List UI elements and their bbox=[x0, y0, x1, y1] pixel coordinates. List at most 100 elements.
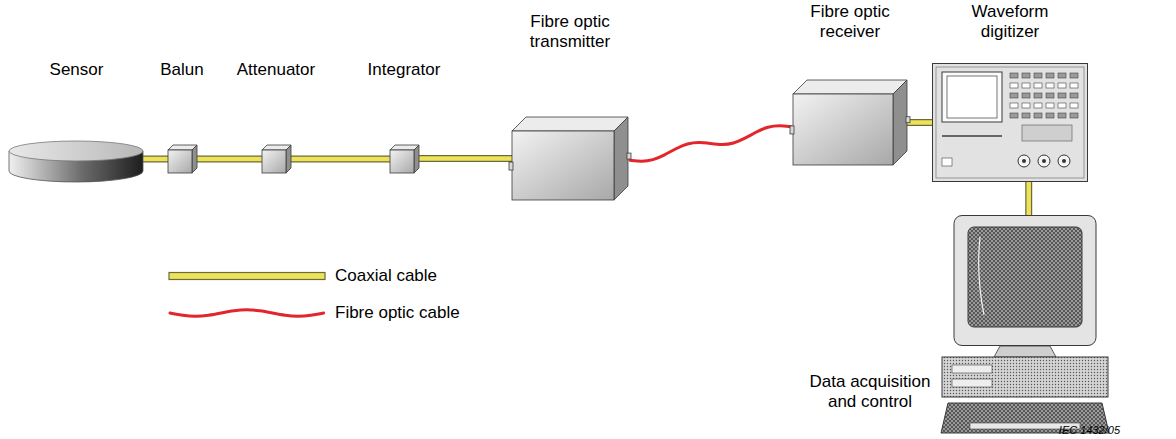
connector-port bbox=[627, 153, 631, 159]
panel-button bbox=[1058, 113, 1066, 118]
panel-button bbox=[1010, 73, 1018, 78]
panel-button bbox=[1010, 103, 1018, 108]
coax-outline bbox=[142, 156, 170, 163]
screen-glare bbox=[979, 237, 984, 315]
box-front bbox=[168, 150, 192, 173]
panel-button bbox=[1022, 93, 1030, 98]
panel-button bbox=[1022, 73, 1030, 78]
coax-core bbox=[289, 157, 392, 162]
device-label: Attenuator bbox=[226, 60, 326, 80]
device-shape bbox=[940, 215, 1110, 437]
device-label: Data acquisition and control bbox=[795, 372, 945, 411]
device-shape bbox=[390, 145, 419, 173]
device-shape bbox=[8, 140, 144, 182]
fibre-optic-cable bbox=[630, 126, 791, 161]
coaxial-cable bbox=[195, 159, 264, 160]
input-knob bbox=[1038, 155, 1050, 167]
screen-inner bbox=[947, 76, 997, 118]
panel-button bbox=[1010, 93, 1018, 98]
device-label: Balun bbox=[132, 60, 232, 80]
panel-button bbox=[1034, 83, 1042, 88]
device-drawing bbox=[793, 80, 907, 165]
connector-port bbox=[906, 117, 910, 123]
box-front bbox=[793, 94, 893, 165]
coaxial-cable bbox=[417, 158, 514, 159]
panel-button bbox=[1034, 93, 1042, 98]
monitor-screen bbox=[968, 227, 1082, 327]
power-switch bbox=[942, 158, 952, 166]
panel-button bbox=[1022, 103, 1030, 108]
knob-center bbox=[1062, 159, 1066, 163]
coax-core bbox=[195, 157, 264, 162]
transmitter-node: Fibre optic transmitter bbox=[500, 12, 640, 202]
coaxial-cable bbox=[1028, 181, 1029, 217]
device-drawing bbox=[512, 117, 628, 200]
box-front bbox=[390, 150, 414, 173]
device-label: Fibre optic transmitter bbox=[510, 12, 630, 51]
device-drawing bbox=[8, 140, 144, 182]
monitor-case bbox=[954, 216, 1096, 346]
device-label: Sensor bbox=[8, 60, 145, 80]
attenuator-node: Attenuator bbox=[226, 60, 326, 175]
panel-button bbox=[1046, 73, 1054, 78]
device-shape bbox=[168, 145, 197, 173]
legend-swatch bbox=[168, 306, 326, 320]
legend-box: Coaxial cableFibre optic cable bbox=[168, 257, 460, 331]
input-knob bbox=[1058, 155, 1070, 167]
sensor-top bbox=[9, 141, 143, 161]
sensor-node: Sensor bbox=[8, 60, 145, 184]
box-side bbox=[286, 145, 291, 173]
panel-button bbox=[1022, 83, 1030, 88]
integrator-node: Integrator bbox=[354, 60, 454, 175]
device-shape bbox=[932, 63, 1088, 182]
panel-button bbox=[1070, 93, 1078, 98]
coaxial-cable bbox=[142, 159, 170, 160]
monitor-stand bbox=[994, 346, 1056, 357]
instrument-panel bbox=[936, 67, 1084, 178]
device-shape bbox=[512, 117, 628, 200]
panel-button bbox=[1046, 103, 1054, 108]
connector-port bbox=[509, 162, 513, 170]
balun-node: Balun bbox=[132, 60, 232, 175]
device-shape bbox=[262, 145, 291, 173]
knob-center bbox=[1042, 159, 1046, 163]
device-label: Fibre optic receiver bbox=[795, 2, 905, 41]
panel-button bbox=[1022, 113, 1030, 118]
panel-button bbox=[1058, 93, 1066, 98]
coax-core bbox=[417, 156, 514, 161]
box-side bbox=[893, 80, 907, 165]
panel-button bbox=[1070, 103, 1078, 108]
device-drawing bbox=[932, 63, 1088, 182]
box-front bbox=[512, 131, 614, 200]
instrument-screen bbox=[942, 72, 1002, 122]
instrument-body bbox=[933, 64, 1088, 182]
coax-sample bbox=[169, 272, 325, 279]
receiver-node: Fibre optic receiver bbox=[790, 2, 910, 167]
fibre-sample bbox=[170, 309, 324, 315]
panel-button bbox=[1046, 93, 1054, 98]
drive-slot bbox=[952, 365, 992, 373]
box-top bbox=[793, 80, 907, 94]
fibre-line bbox=[630, 126, 791, 161]
panel-button bbox=[1010, 113, 1018, 118]
panel-button bbox=[1010, 83, 1018, 88]
coax-outline bbox=[417, 155, 514, 162]
panel-button bbox=[1034, 113, 1042, 118]
panel-button bbox=[1058, 83, 1066, 88]
figure-number: IEC 1432/05 bbox=[1059, 424, 1120, 436]
panel-button bbox=[1034, 103, 1042, 108]
box-side bbox=[192, 145, 197, 173]
panel-button bbox=[1070, 73, 1078, 78]
computer-node: Data acquisition and control bbox=[795, 212, 1115, 437]
panel-button bbox=[1058, 103, 1066, 108]
coax-outline bbox=[289, 156, 392, 163]
device-label: Integrator bbox=[354, 60, 454, 80]
box-side bbox=[614, 117, 628, 200]
legend-text: Coaxial cable bbox=[335, 266, 437, 286]
coax-core bbox=[1026, 181, 1031, 217]
knob-center bbox=[1022, 159, 1026, 163]
box-side bbox=[414, 145, 419, 173]
control-block bbox=[1022, 125, 1072, 141]
coax-outline bbox=[195, 156, 264, 163]
